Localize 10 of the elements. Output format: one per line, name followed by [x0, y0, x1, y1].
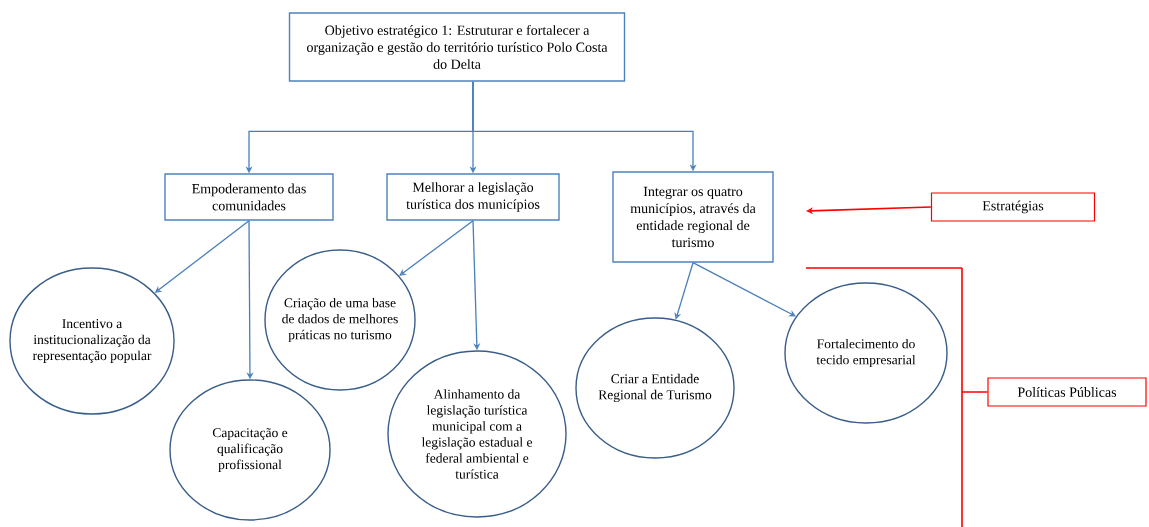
- strategy-box: Integrar os quatro municípios, através da entidade regional de turismo: [612, 171, 774, 263]
- arrow: [399, 220, 474, 276]
- strategy-box: Melhorar a legislação turística dos municípios: [386, 173, 560, 221]
- tag-box: Políticas Públicas: [987, 377, 1147, 407]
- bracket-line: [805, 267, 989, 527]
- objective-box: Objetivo estratégico 1: Estruturar e fortalecer a organização e gestão do território turístico Polo Costa do Delta: [288, 12, 626, 82]
- arrow: [806, 206, 932, 215]
- tag-box: Estratégias: [930, 192, 1096, 222]
- strategy-box: Empoderamento das comunidades: [164, 173, 334, 221]
- arrow: [674, 262, 694, 320]
